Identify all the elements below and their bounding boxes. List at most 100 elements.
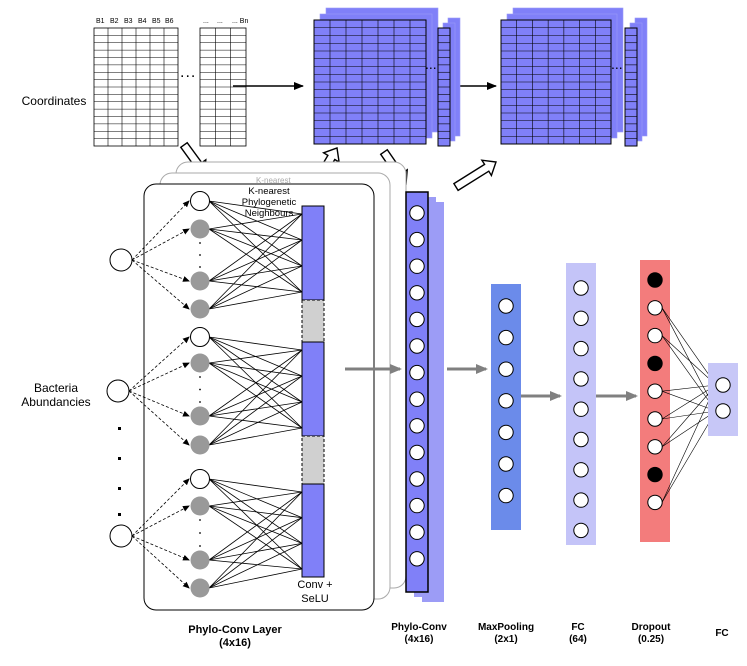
caption-phylo-conv-sub: (4x16) [404,634,434,645]
phylo-conv-node [409,364,425,381]
table-header-cell: B4 [138,18,147,25]
fc-node [573,462,589,478]
dropout-node [647,439,663,455]
neighbour-connection [208,478,303,493]
conv-gap [301,435,325,485]
maxpool-node [498,456,514,472]
maxpool-node [498,298,514,314]
dropout-node [647,411,663,427]
input-ellipsis-dot [118,513,121,516]
neighbour-connection [208,336,303,351]
neighbour-connection [208,362,303,377]
caption-phylo-conv-layer-name: Phylo-Conv Layer [188,624,282,636]
neighbour-connection [208,213,303,310]
maxpool-node [498,329,514,346]
feature-map-stack-1 [313,7,461,147]
table-header-cell: ... [217,18,223,25]
coordinates-table-right [199,27,247,147]
input-node [109,524,133,548]
caption-output-fc-name: FC [715,628,729,639]
maxpooling-column [491,284,521,530]
feature-map-stack-2 [500,7,648,147]
neighbour-connection [208,200,303,241]
caption-maxpooling-name: MaxPooling [477,622,535,633]
fc-node [573,310,589,326]
input-node [109,248,133,272]
caption-dropout: Dropout (0.25) [616,622,686,646]
dropout-connection [661,390,717,412]
dashed-input-arrow [128,390,190,446]
phylo-conv-node [409,311,425,328]
dropout-connection [661,384,717,447]
dashed-input-arrow [128,390,190,417]
neighbour-connection [208,239,303,310]
neighbour-connection [208,478,303,519]
neighbour-connection [208,491,303,507]
table-header-cell: B3 [124,18,133,25]
conv-bar [301,341,325,437]
table-header-cell: B1 [96,18,105,25]
neighbour-connection [208,362,303,429]
ellipsis-dot [199,519,201,521]
dropout-connection [661,410,717,503]
dashed-input-arrow [131,259,190,310]
fc-node [573,431,589,448]
dashed-input-arrow [131,535,190,589]
output-node [715,403,731,419]
ellipsis-dot [199,545,201,547]
neighbour-connection [208,505,303,519]
neighbour-connection [208,491,303,589]
conv-bar [301,483,325,578]
maxpool-node [498,393,514,409]
dashed-input-arrow [131,535,190,561]
neighbour-connection [208,375,303,446]
dropout-connection [661,410,717,448]
conv-gap [301,299,325,343]
dropout-connection [661,384,717,503]
dropout-node [647,383,663,399]
neighbour-connection [208,542,303,589]
knn-label-line1: K-nearest [248,186,290,197]
phylo-conv-node [409,231,425,248]
neighbour-connection [208,559,303,570]
neighbour-connection [208,478,303,544]
knn-label-line3: Neighbours [244,208,294,219]
hollow-arrow-column-to-grid [452,159,497,192]
ellipsis-dot [199,532,201,534]
caption-phylo-conv-layer-sub: (4x16) [219,637,251,649]
knn-ghost-label: K-nearest [256,176,291,185]
input-node [106,379,130,403]
fc-node [573,371,589,387]
input-ellipsis-dot [118,427,121,430]
phylo-conv-node [409,524,425,540]
dropout-node [647,494,663,511]
neighbour-connection [208,517,303,561]
coordinates-label: Coordinates [21,94,87,108]
ellipsis-dot [199,266,201,268]
table-left-ellipsis: ... [180,64,197,81]
table-header-cell: ... Bn [232,18,249,25]
neighbour-node [190,435,210,455]
maxpool-node [498,361,514,377]
table-header-cell: B6 [165,18,174,25]
bacteria-label-line2: Abundancies [21,395,91,409]
neighbour-connection [208,505,303,544]
maxpool-node [498,424,514,441]
phylo-conv-layer-panel [106,161,407,611]
conv-bar [301,205,325,301]
fc-node [573,492,589,508]
dropout-node [647,300,663,316]
anchor-node [190,327,210,347]
neighbour-connection [208,349,303,364]
dashed-input-arrow [131,478,190,537]
dashed-input-arrow [131,505,190,537]
fc-node [573,280,589,296]
caption-dropout-sub: (0.25) [637,634,665,645]
phylo-conv-node [409,551,425,567]
neighbour-connection [208,427,303,446]
dropped-node [647,466,663,483]
bacteria-label-line1: Bacteria [33,381,79,395]
table-header-cell: B5 [152,18,161,25]
phylo-conv-column [405,191,444,602]
dropout-connection [661,335,717,386]
